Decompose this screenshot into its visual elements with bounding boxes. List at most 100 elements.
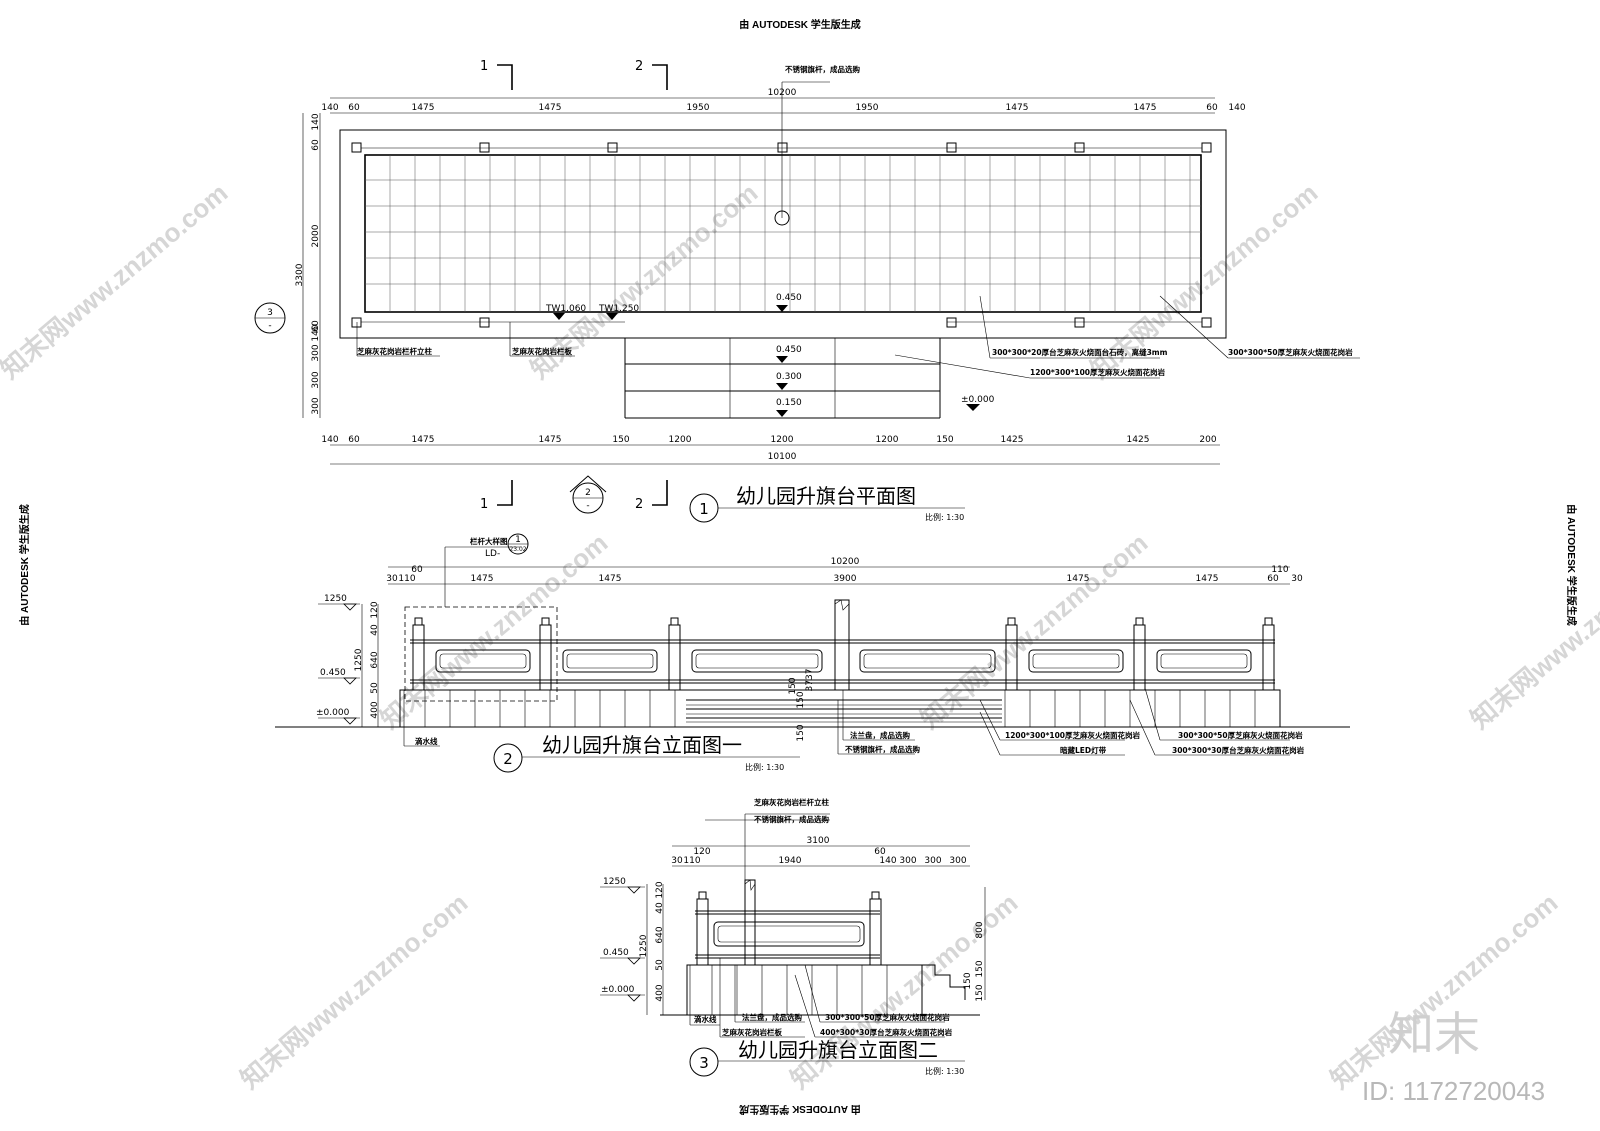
- elev1-note-step: 1200*300*100厚芝麻灰火烧面花岗岩: [1005, 730, 1141, 740]
- elev1-mid-dims: 150 150 3737 150: [788, 669, 815, 742]
- dim-label: 150: [612, 435, 629, 445]
- dim-label: 140: [311, 324, 321, 341]
- dim-label: 150: [796, 724, 806, 741]
- elev1-left-total: 1250: [354, 648, 364, 671]
- watermark-text: 知末网www.znzmo.com: [0, 177, 233, 384]
- elev2-scale: 比例: 1:30: [925, 1066, 964, 1076]
- plan-note-paving20: 300*300*20厚台芝麻灰火烧面台石砖，离缝3mm: [992, 347, 1168, 357]
- dim-label: 40: [655, 902, 665, 914]
- dim-label: 30: [671, 856, 683, 866]
- dim-label: 1475: [539, 435, 562, 445]
- dim-label: 140: [321, 103, 338, 113]
- plan-callout-3: 3 -: [254, 302, 286, 334]
- autodesk-stamp-bottom: 由 AUTODESK 学生版生成: [739, 1103, 861, 1116]
- section-mark: 1: [480, 59, 488, 74]
- elev1-base-joints: [424, 690, 1256, 727]
- plan-note-paving50: 300*300*50厚芝麻灰火烧面花岗岩: [1228, 347, 1353, 357]
- autodesk-stamp-left: 由 AUTODESK 学生版生成: [18, 504, 31, 626]
- dim-label: 300: [311, 344, 321, 361]
- watermark-layer: 知末网www.znzmo.com 知末网www.znzmo.com 知末网www…: [0, 177, 1600, 1106]
- dim-label: 300: [924, 856, 941, 866]
- plan-stairs: [624, 338, 941, 419]
- watermark-id: ID: 1172720043: [1362, 1076, 1545, 1106]
- level-label: 0.450: [320, 668, 346, 678]
- dim-label: 140: [311, 113, 321, 130]
- tw-label: TW1.060: [545, 304, 586, 314]
- plan-note-flagpole: 不锈钢旗杆，成品选购: [785, 64, 860, 74]
- tw-label: TW1.250: [598, 304, 639, 314]
- section-mark: 1: [480, 497, 488, 512]
- dim-label: 300: [949, 856, 966, 866]
- autodesk-stamp-top: 由 AUTODESK 学生版生成: [739, 18, 861, 31]
- dim-label: 200: [1199, 435, 1216, 445]
- dim-label: 40: [370, 624, 380, 636]
- elev2-title: 幼儿园升旗台立面图二: [738, 1038, 938, 1062]
- elev2-note-granite50: 300*300*50厚芝麻灰火烧面花岗岩: [825, 1012, 950, 1022]
- dim-label: 1425: [1127, 435, 1150, 445]
- dim-label: 140: [879, 856, 896, 866]
- elev2-right-dim-labels: 800 150 150 150: [963, 921, 985, 1001]
- dim-label: 1940: [779, 856, 802, 866]
- plan-left-dim-labels: 140 60 2000 60 140 300 300 300: [311, 113, 321, 414]
- elev1-detail-sheet: 23.02: [509, 546, 526, 553]
- dim-label: 300: [311, 397, 321, 414]
- level-label: 0.450: [603, 948, 629, 958]
- dim-label: 140: [1228, 103, 1245, 113]
- callout-dash: -: [268, 321, 271, 331]
- watermark-text: 知末网www.znzmo.com: [915, 527, 1154, 734]
- elev1-note-granite50: 300*300*50厚芝麻灰火烧面花岗岩: [1178, 730, 1303, 740]
- dim-label: 1475: [599, 574, 622, 584]
- elev2-note-pole: 不锈钢旗杆，成品选购: [754, 814, 829, 824]
- dim-label: 60: [874, 847, 886, 857]
- elev1-title: 幼儿园升旗台立面图一: [542, 733, 742, 757]
- elev1-left-dim-labels: 120 40 640 50 400: [370, 601, 380, 718]
- plan-paving-grid: [365, 155, 1201, 312]
- plan-note-panel: 芝麻灰花岗岩栏板: [512, 346, 572, 356]
- elevation-1-view: 10200 30 110 60 1475 1475 3900 1475 1475…: [275, 533, 1350, 773]
- plan-callout-2: 2 -: [569, 475, 607, 514]
- elev2-note-post: 芝麻灰花岗岩栏杆立柱: [754, 797, 829, 807]
- callout-number: 3: [267, 308, 273, 318]
- elev1-detail-num: 1: [515, 535, 521, 545]
- elev2-top-dim-labels: 30 110 120 1940 60 140 300 300 300: [671, 847, 967, 866]
- elev1-detail-ref: LD-: [485, 549, 500, 559]
- elev1-flagpole: [834, 599, 850, 691]
- dim-label: 110: [1271, 565, 1288, 575]
- plan-paving-area: [364, 154, 1202, 313]
- dim-label: 150: [963, 972, 973, 989]
- callout-dash: -: [586, 501, 589, 511]
- elev1-top-dim-labels: 30 110 60 1475 1475 3900 1475 1475 60 11…: [386, 565, 1303, 584]
- elev1-top-total: 10200: [831, 557, 860, 567]
- elev2-top-total: 3100: [807, 836, 830, 846]
- dim-label: 120: [370, 601, 380, 618]
- dim-label: 60: [1206, 103, 1218, 113]
- dim-label: 640: [655, 926, 665, 943]
- dim-label: 1475: [539, 103, 562, 113]
- plan-bottom-total: 10100: [768, 452, 797, 462]
- elev-label: 0.450: [776, 345, 802, 355]
- elev1-steps: [686, 699, 1002, 723]
- elev2-title-number: 3: [699, 1054, 709, 1072]
- dim-label: 150: [788, 677, 798, 694]
- elev1-posts: [412, 617, 1275, 691]
- level-label: 1250: [603, 877, 626, 887]
- dim-label: 400: [370, 701, 380, 718]
- dim-label: 1950: [687, 103, 710, 113]
- dim-label: 60: [348, 435, 360, 445]
- elev2-note-panel: 芝麻灰花岗岩栏板: [722, 1027, 782, 1037]
- dim-label: 800: [975, 921, 985, 938]
- dim-label: 1950: [856, 103, 879, 113]
- level-label: 1250: [324, 594, 347, 604]
- dim-label: 1475: [412, 435, 435, 445]
- dim-label: 300: [311, 371, 321, 388]
- elevation-2-view: 芝麻灰花岗岩栏杆立柱 不锈钢旗杆，成品选购 3100 30 110 120 19…: [600, 797, 986, 1077]
- elev2-note-flange: 法兰盘，成品选购: [742, 1012, 802, 1022]
- dim-label: 60: [1267, 574, 1279, 584]
- elev-label: ±0.000: [961, 395, 995, 405]
- plan-elevation-markers: 0.450 0.450 0.300 0.150 ±0.000 TW1.060 T…: [545, 293, 995, 417]
- watermark-text: 知末网www.znzmo.com: [785, 887, 1024, 1094]
- elev-label: 0.300: [776, 372, 802, 382]
- plan-title: 幼儿园升旗台平面图: [736, 484, 916, 508]
- elev2-title-circle: [689, 1047, 719, 1077]
